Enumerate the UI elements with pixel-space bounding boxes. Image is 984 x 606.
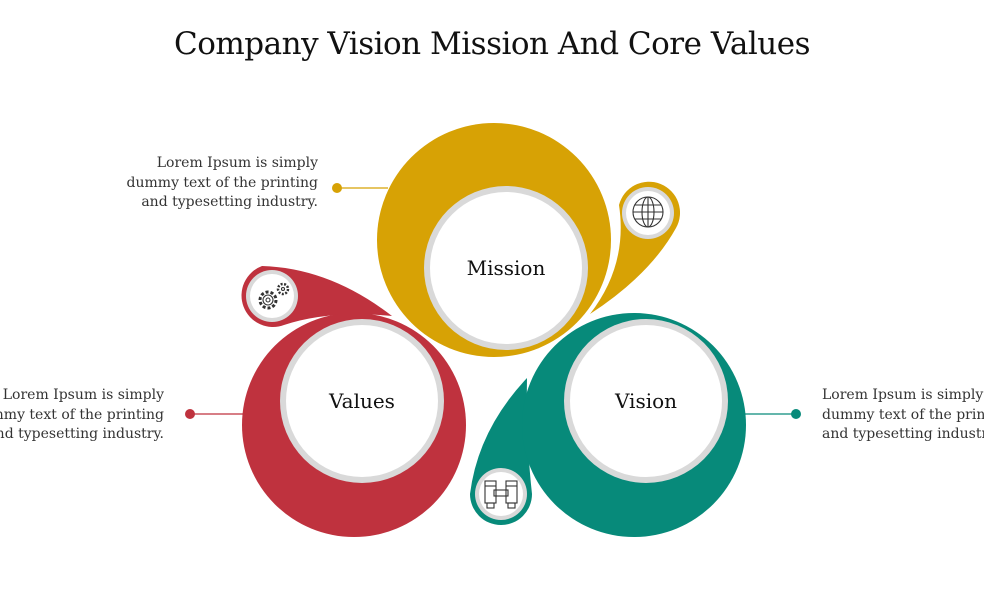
desc-line: Lorem Ipsum is simply	[156, 155, 318, 171]
vision-dot	[791, 409, 801, 419]
desc-line: Lorem Ipsum is simply	[2, 387, 164, 403]
gears-icon	[258, 282, 290, 310]
desc-line: dummy text of the printing	[0, 406, 164, 423]
values-shape	[241, 266, 466, 537]
desc-line: dummy text of the printing	[822, 406, 984, 423]
values-label: Values	[329, 389, 395, 413]
mission-description: Lorem Ipsum is simply dummy text of the …	[127, 154, 318, 213]
desc-line: Lorem Ipsum is simply	[822, 387, 984, 403]
desc-line: and typesetting industry.	[0, 426, 164, 442]
vision-description: Lorem Ipsum is simply dummy text of the …	[822, 386, 984, 445]
desc-line: and typesetting industry.	[822, 426, 984, 442]
vision-label: Vision	[614, 389, 678, 413]
mission-dot	[332, 183, 342, 193]
globe-icon	[632, 196, 664, 228]
values-description: Lorem Ipsum is simply dummy text of the …	[0, 386, 164, 445]
values-dot	[185, 409, 195, 419]
mission-shape	[377, 123, 681, 357]
desc-line: dummy text of the printing	[126, 174, 318, 191]
page-title: Company Vision Mission And Core Values	[174, 26, 810, 62]
mission-label: Mission	[466, 256, 546, 280]
binoculars-icon	[484, 480, 518, 509]
desc-line: and typesetting industry.	[141, 194, 318, 210]
